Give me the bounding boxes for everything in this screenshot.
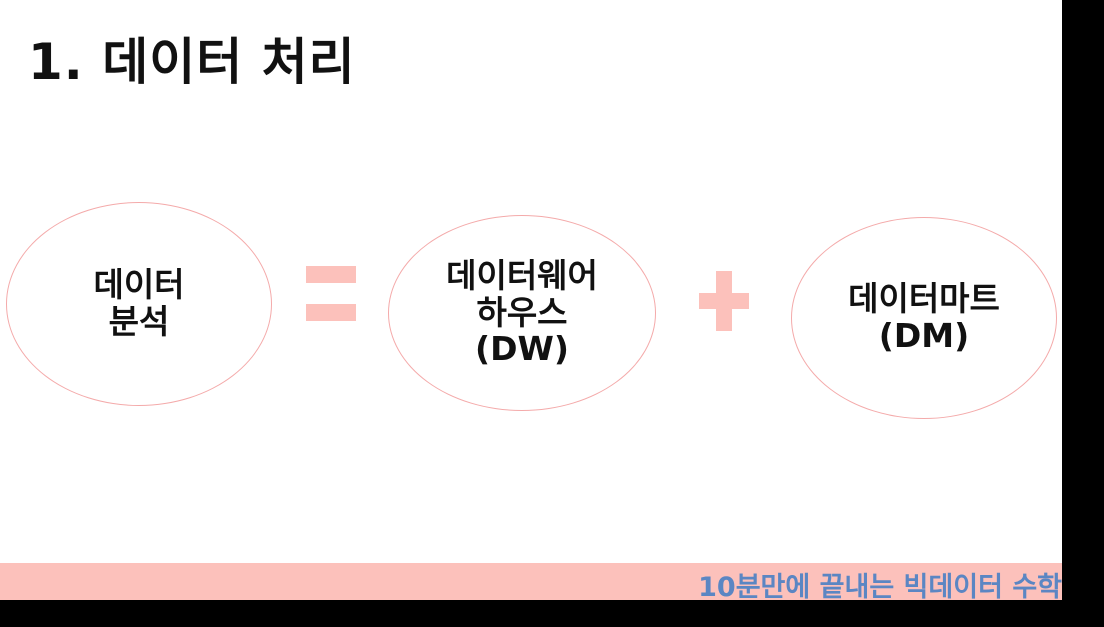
ellipse-label: 데이터 분석 — [93, 265, 185, 341]
equals-icon — [306, 266, 356, 322]
ellipse-data-analysis: 데이터 분석 — [6, 202, 272, 406]
equals-bar-bottom — [306, 304, 356, 321]
footer-caption: 10분만에 끝내는 빅데이터 수학 — [698, 572, 1062, 600]
ellipse-data-warehouse: 데이터웨어 하우스 (DW) — [388, 215, 656, 411]
ellipse-data-mart: 데이터마트 (DM) — [791, 217, 1057, 419]
plus-icon — [699, 271, 749, 331]
ellipse-label: 데이터웨어 하우스 (DW) — [446, 255, 598, 369]
page-title: 1. 데이터 처리 — [28, 33, 356, 91]
slide: 1. 데이터 처리 데이터 분석 데이터웨어 하우스 (DW) 데이터마트 (D… — [0, 0, 1062, 600]
footer-band — [0, 563, 1062, 600]
plus-bar-horizontal — [699, 293, 749, 309]
ellipse-label: 데이터마트 (DM) — [848, 279, 1000, 355]
equals-bar-top — [306, 266, 356, 283]
